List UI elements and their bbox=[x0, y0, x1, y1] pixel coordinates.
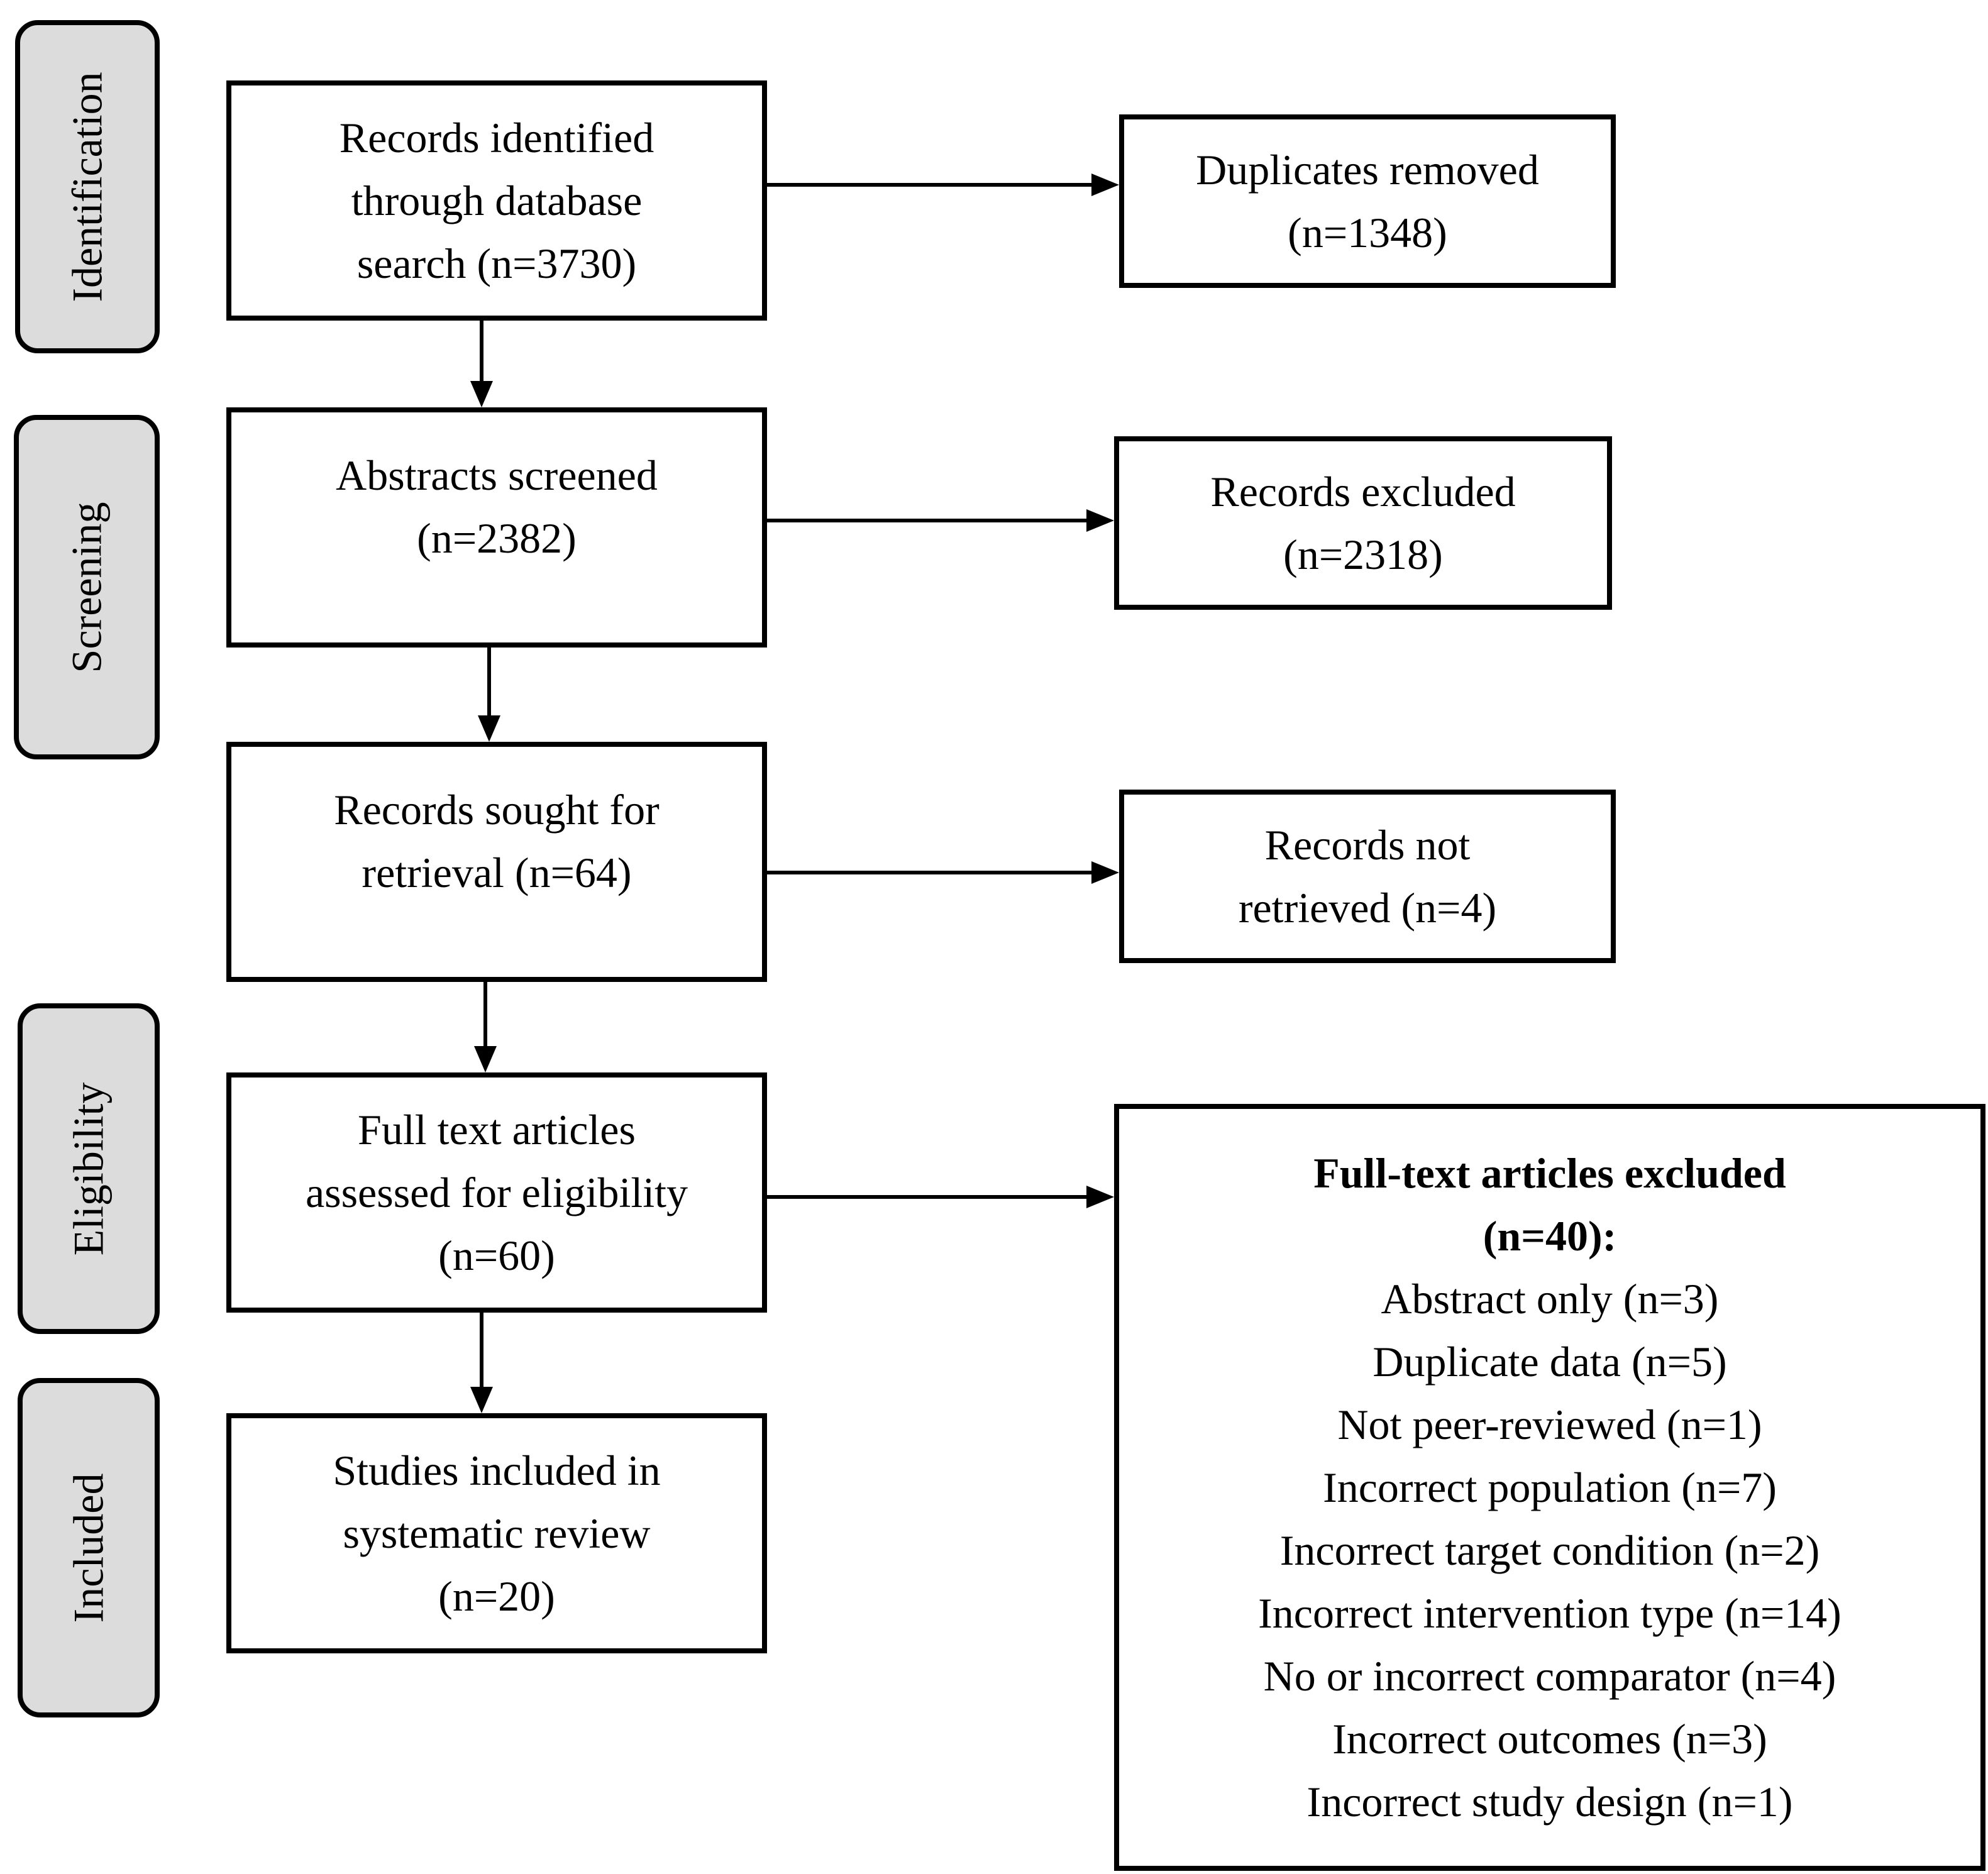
studies-included-line-3: (n=20) bbox=[438, 1572, 555, 1620]
arrow-to-records-excluded bbox=[767, 509, 1114, 532]
exclusion-reason-duplicate-data: Duplicate data (n=5) bbox=[1372, 1338, 1727, 1386]
full-text-excluded-box: Full-text articles excluded (n=40): Abst… bbox=[1114, 1104, 1985, 1871]
arrow-sought-to-assessed bbox=[474, 982, 497, 1072]
exclusion-reason-not-peer-reviewed: Not peer-reviewed (n=1) bbox=[1337, 1401, 1762, 1448]
duplicates-removed-box: Duplicates removed (n=1348) bbox=[1119, 114, 1616, 288]
studies-included-line-2: systematic review bbox=[343, 1509, 651, 1557]
exclusion-reason-incorrect-outcomes: Incorrect outcomes (n=3) bbox=[1332, 1715, 1767, 1763]
arrow-assessed-to-included bbox=[470, 1313, 493, 1413]
full-text-assessed-line-3: (n=60) bbox=[438, 1232, 555, 1279]
exclusion-reason-abstract-only: Abstract only (n=3) bbox=[1381, 1275, 1719, 1323]
full-text-assessed-line-2: assessed for eligibility bbox=[305, 1169, 688, 1216]
records-excluded-line-2: (n=2318) bbox=[1283, 531, 1443, 578]
records-identified-line-3: search (n=3730) bbox=[356, 240, 637, 287]
arrow-screened-to-sought bbox=[478, 648, 500, 742]
stage-included-label: Included bbox=[64, 1473, 113, 1623]
full-text-assessed-line-1: Full text articles bbox=[358, 1106, 636, 1154]
exclusion-reason-incorrect-study-design: Incorrect study design (n=1) bbox=[1306, 1778, 1793, 1826]
records-excluded-line-1: Records excluded bbox=[1210, 468, 1516, 515]
arrow-to-duplicates-removed bbox=[767, 174, 1119, 196]
records-identified-box: Records identified through database sear… bbox=[226, 80, 767, 321]
stage-screening: Screening bbox=[14, 415, 160, 759]
arrow-to-full-text-excluded bbox=[767, 1186, 1114, 1208]
full-text-excluded-heading-1: Full-text articles excluded bbox=[1313, 1149, 1786, 1197]
records-sought-line-1: Records sought for bbox=[334, 786, 660, 834]
records-not-retrieved-line-1: Records not bbox=[1264, 821, 1471, 869]
exclusion-reason-incorrect-intervention-type: Incorrect intervention type (n=14) bbox=[1258, 1589, 1842, 1637]
exclusion-reason-incorrect-comparator: No or incorrect comparator (n=4) bbox=[1263, 1652, 1836, 1700]
stage-screening-label: Screening bbox=[62, 502, 111, 673]
exclusion-reason-incorrect-target-condition: Incorrect target condition (n=2) bbox=[1279, 1526, 1820, 1574]
arrow-to-records-not-retrieved bbox=[767, 861, 1119, 884]
records-sought-line-2: retrieval (n=64) bbox=[362, 849, 632, 896]
records-not-retrieved-line-2: retrieved (n=4) bbox=[1238, 884, 1497, 932]
records-identified-line-1: Records identified bbox=[339, 114, 654, 162]
full-text-assessed-box: Full text articles assessed for eligibil… bbox=[226, 1072, 767, 1313]
records-sought-box: Records sought for retrieval (n=64) bbox=[226, 742, 767, 982]
records-not-retrieved-box: Records not retrieved (n=4) bbox=[1119, 790, 1616, 963]
studies-included-line-1: Studies included in bbox=[333, 1447, 661, 1494]
records-excluded-box: Records excluded (n=2318) bbox=[1114, 436, 1612, 610]
abstracts-screened-line-2: (n=2382) bbox=[417, 514, 577, 562]
records-identified-line-2: through database bbox=[351, 177, 643, 224]
stage-included: Included bbox=[18, 1378, 160, 1717]
stage-eligibility-label: Eligibility bbox=[64, 1082, 113, 1255]
stage-eligibility: Eligibility bbox=[18, 1003, 160, 1334]
exclusion-reason-incorrect-population: Incorrect population (n=7) bbox=[1323, 1463, 1777, 1511]
abstracts-screened-box: Abstracts screened (n=2382) bbox=[226, 407, 767, 648]
stage-identification: Identification bbox=[15, 20, 160, 353]
studies-included-box: Studies included in systematic review (n… bbox=[226, 1413, 767, 1653]
abstracts-screened-line-1: Abstracts screened bbox=[336, 451, 658, 499]
duplicates-removed-line-1: Duplicates removed bbox=[1196, 146, 1539, 194]
arrow-identified-to-screened bbox=[470, 321, 493, 407]
duplicates-removed-line-2: (n=1348) bbox=[1288, 209, 1447, 256]
stage-identification-label: Identification bbox=[63, 71, 111, 302]
full-text-excluded-heading-2: (n=40): bbox=[1483, 1212, 1617, 1260]
